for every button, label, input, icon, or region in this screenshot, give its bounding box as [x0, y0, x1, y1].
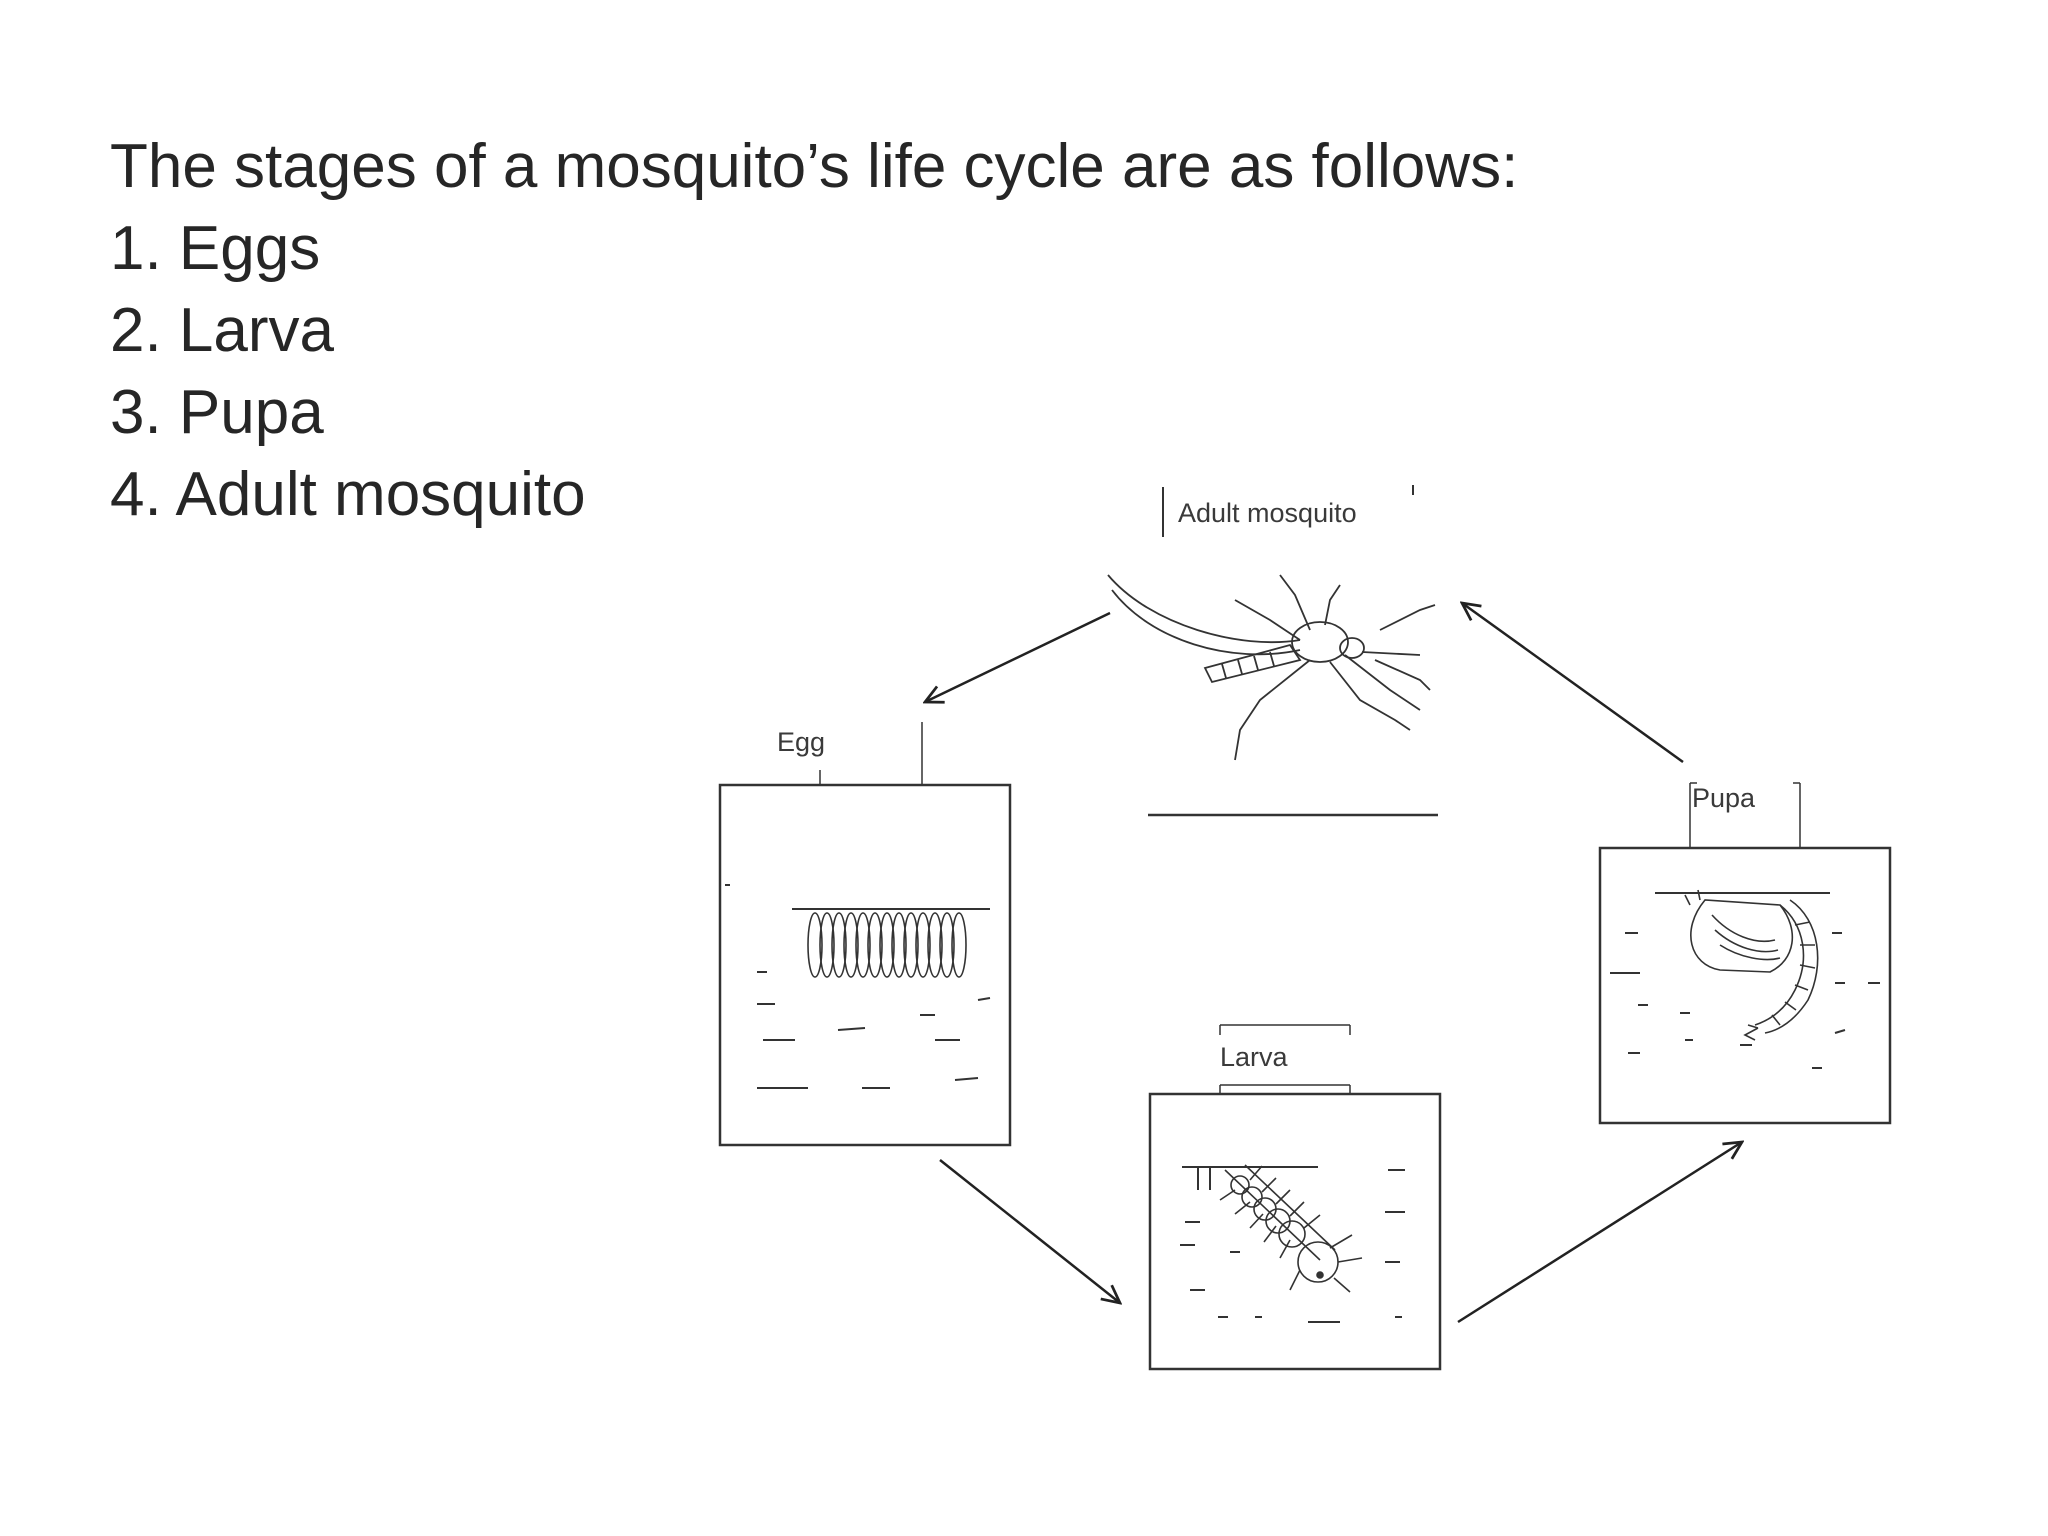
pupa-illustration: [1684, 889, 1819, 1041]
egg-label: Egg: [777, 727, 825, 757]
arrow-pupa-to-adult: [1462, 603, 1684, 764]
stage-item-eggs: 1. Eggs: [110, 214, 321, 283]
arrow-adult-to-egg: [925, 611, 1111, 702]
adult-mosquito-illustration: [1107, 574, 1438, 817]
cycle-arrows: [925, 603, 1742, 1324]
stage-item-pupa: 3. Pupa: [110, 378, 324, 447]
stage-item-adult: 4. Adult mosquito: [110, 460, 586, 529]
stage-item-larva: 2. Larva: [110, 296, 335, 365]
egg-water-marks: [725, 884, 991, 1089]
egg-raft: [807, 912, 967, 978]
adult-label-group: Adult mosquito: [1162, 485, 1414, 537]
larva-water-marks: [1180, 1168, 1405, 1323]
pupa-label-group: Pupa: [1689, 782, 1801, 848]
pupa-water-marks: [1610, 932, 1880, 1069]
arrow-larva-to-pupa: [1457, 1142, 1742, 1324]
larva-label-group: Larva: [1219, 1024, 1351, 1094]
adult-label: Adult mosquito: [1178, 498, 1357, 528]
larva-illustration: [1219, 1164, 1363, 1293]
larva-label: Larva: [1220, 1042, 1289, 1072]
pupa-label: Pupa: [1692, 783, 1756, 813]
slide-text: The stages of a mosquito’s life cycle ar…: [110, 126, 1518, 536]
egg-panel: [718, 783, 1012, 1147]
pupa-panel: [1598, 846, 1892, 1125]
intro-text: The stages of a mosquito’s life cycle ar…: [110, 132, 1519, 201]
larva-panel: [1148, 1092, 1442, 1371]
egg-label-group: Egg: [777, 722, 923, 786]
arrow-egg-to-larva: [939, 1159, 1120, 1303]
